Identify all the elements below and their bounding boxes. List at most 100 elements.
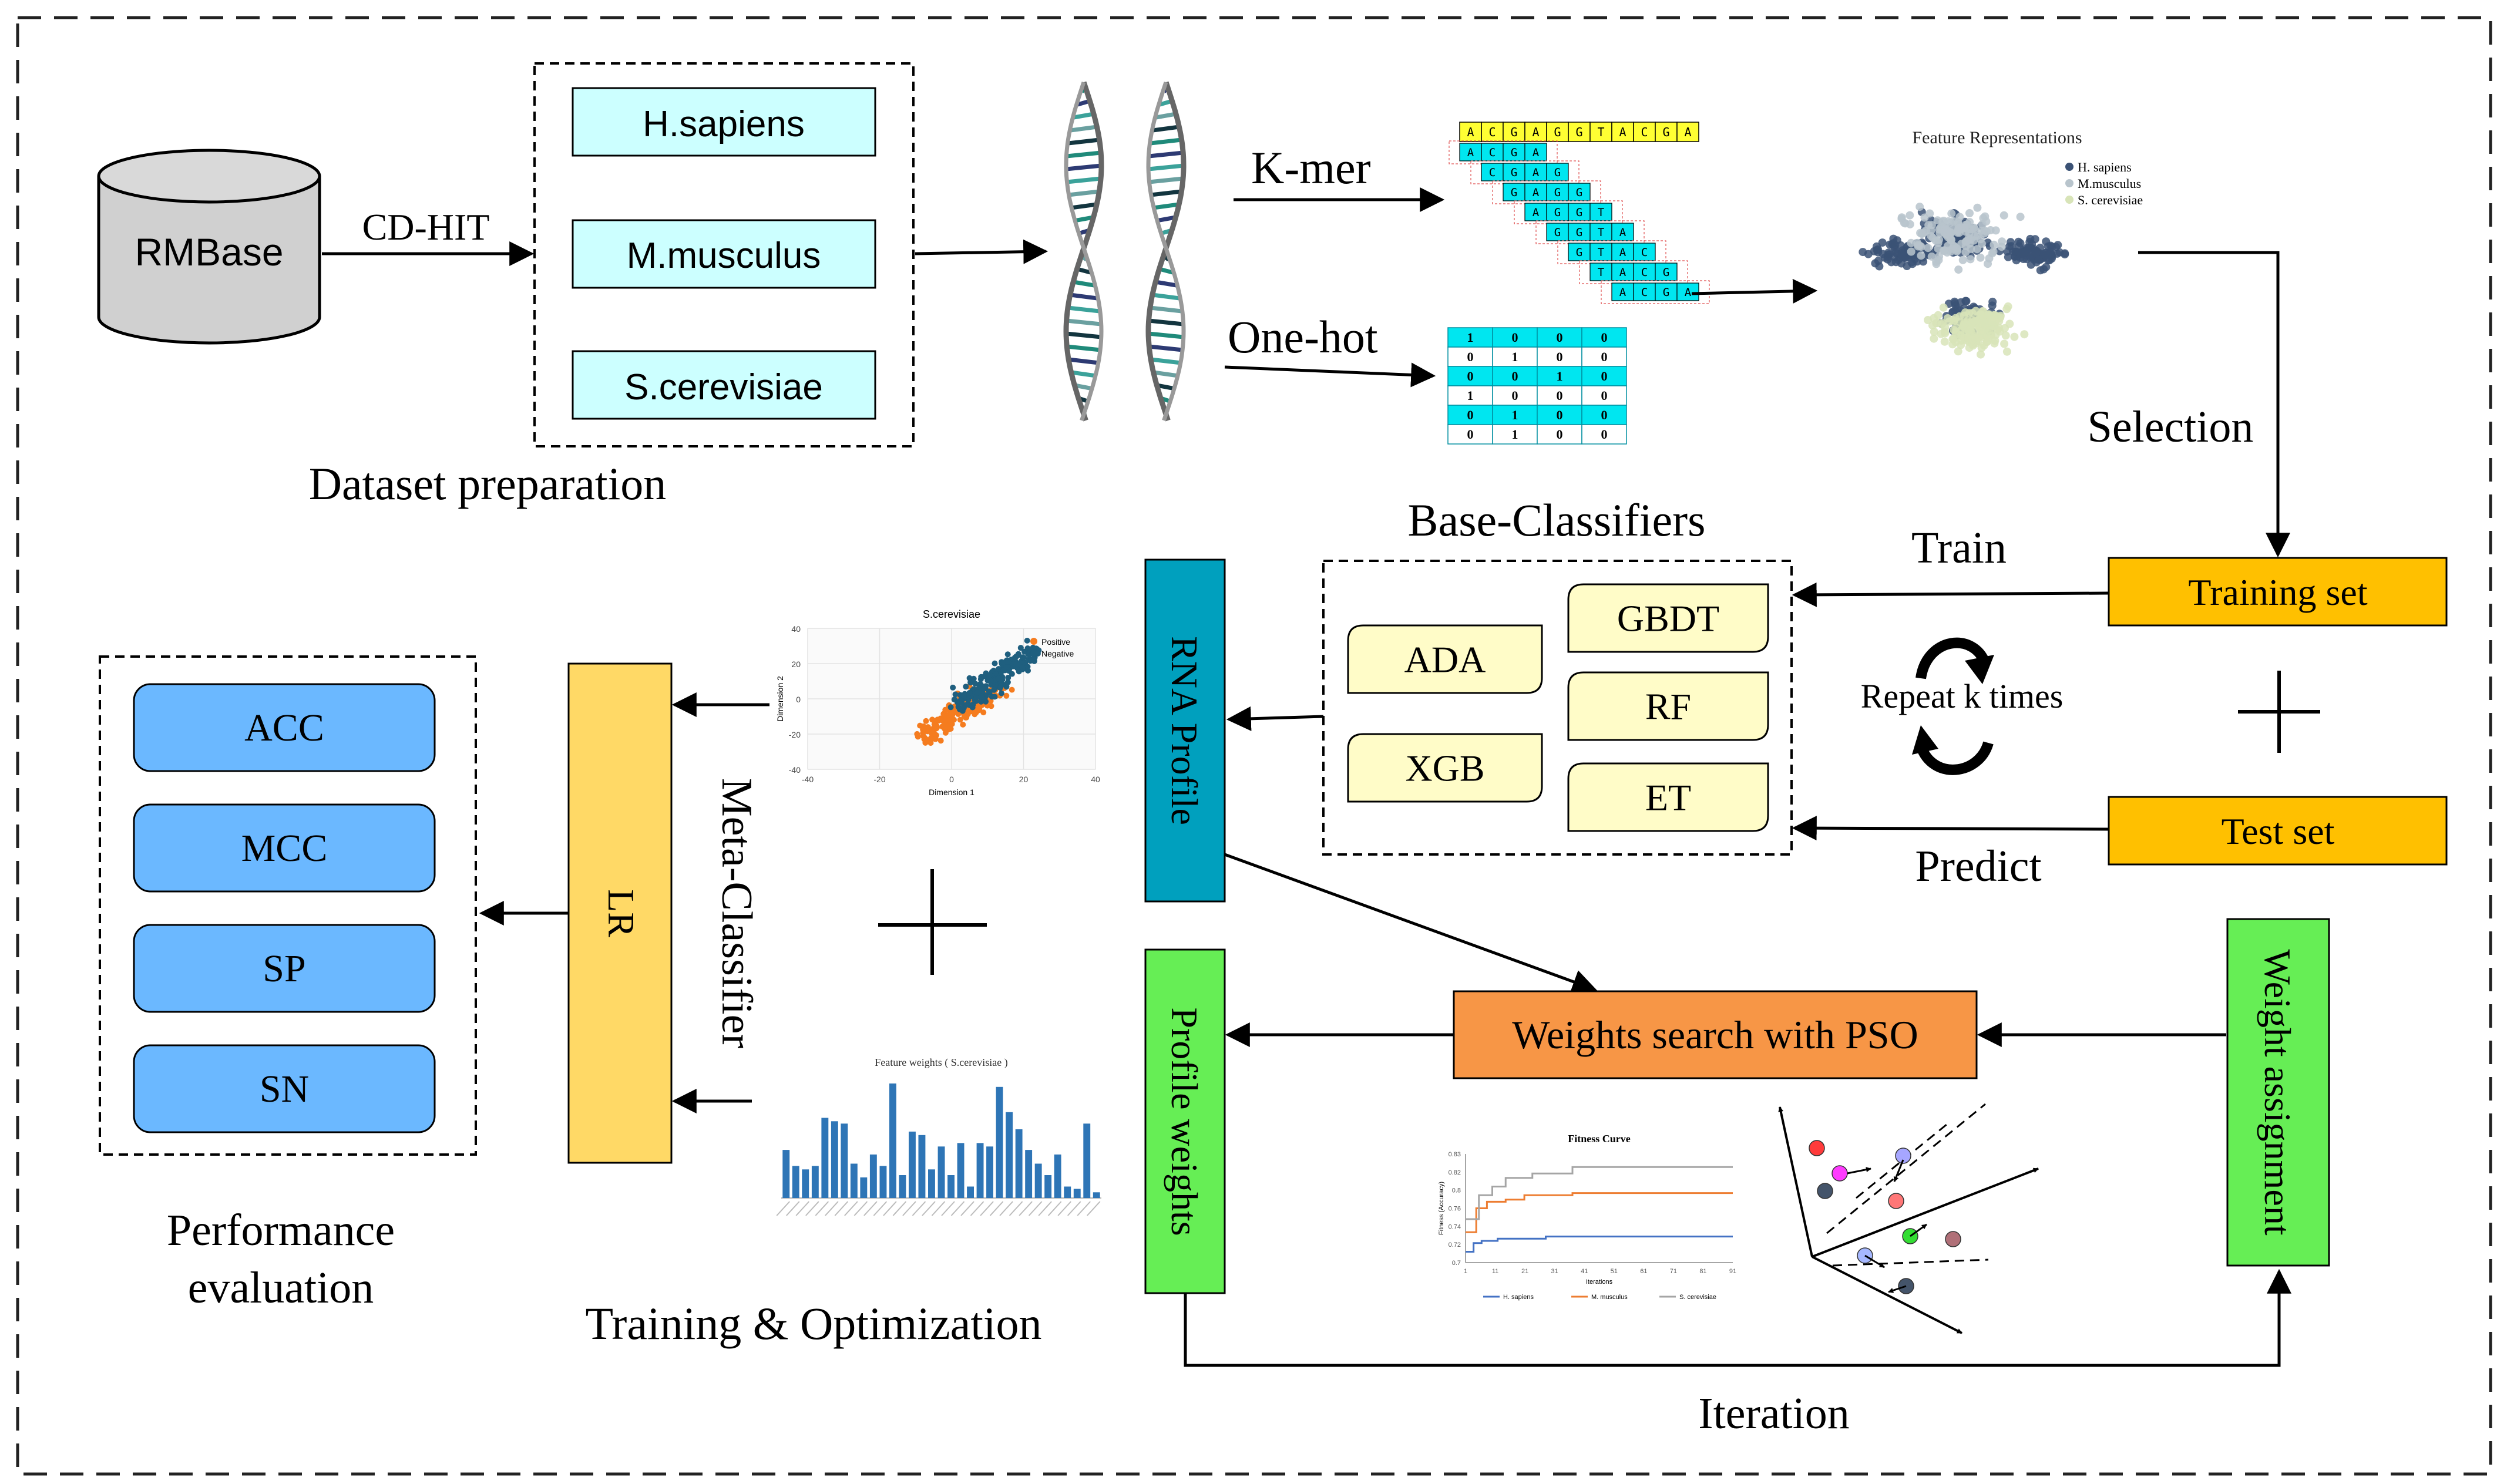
metric-sp-box[interactable] (133, 924, 436, 1013)
tsne-ytick: 20 (791, 659, 801, 669)
kmer-cell (1589, 203, 1612, 221)
kmer-letter: G (1576, 186, 1582, 199)
metric-sn-box[interactable] (133, 1044, 436, 1133)
rna-profile-box[interactable] (1144, 558, 1226, 903)
dna-base-pair (1073, 280, 1095, 288)
feature-point (2002, 305, 2011, 314)
arrow-profile-to-pso (1224, 853, 1597, 994)
onehot-value: 0 (1557, 349, 1563, 364)
tsne-legend-positive: Positive (1041, 637, 1070, 647)
feature-weight-bar (976, 1143, 984, 1198)
feature-point (1957, 336, 1966, 345)
feature-weight-bar (879, 1166, 887, 1198)
feature-point (1984, 260, 1992, 268)
feature-point (1973, 203, 1982, 212)
fitness-xtick: 91 (1729, 1268, 1736, 1275)
onehot-value: 0 (1467, 427, 1474, 442)
feature-point (1939, 303, 1948, 312)
tsne-xtick: 20 (1019, 775, 1029, 784)
tsne-point-negative (1024, 637, 1030, 644)
pso-box[interactable] (1453, 990, 1978, 1079)
kmer-letter: A (1533, 186, 1540, 199)
feature-point (1966, 255, 1975, 264)
onehot-cell (1581, 405, 1627, 425)
tsne-point-negative (1013, 653, 1020, 659)
onehot-value: 1 (1512, 427, 1518, 442)
feature-point (1953, 227, 1962, 235)
dna-base-pair (1155, 280, 1177, 288)
classifier-ada[interactable] (1347, 624, 1543, 694)
feature-point (1907, 238, 1915, 247)
tsne-xtick: -20 (873, 775, 885, 784)
tsne-title: S.cerevisiae (923, 608, 980, 620)
predict-label: Predict (1915, 842, 2041, 891)
feature-weight-bar (1034, 1163, 1042, 1198)
fitness-ytick: 0.74 (1449, 1223, 1461, 1230)
dna-base-pair (1150, 357, 1182, 365)
feature-weight-bar (967, 1186, 974, 1198)
onehot-value: 0 (1467, 349, 1474, 364)
metric-mcc-box[interactable] (133, 803, 436, 893)
arrow-classifiers-to-profile (1226, 706, 1324, 731)
metric-acc-box[interactable] (133, 683, 436, 772)
tsne-xtick: 0 (949, 775, 954, 784)
test-set-box[interactable] (2108, 796, 2448, 866)
feature-point (2000, 339, 2009, 348)
fitness-curve-chart: Fitness Curve0.830.820.80.760.740.720.71… (1438, 1133, 1736, 1301)
feature-weight-tick-label (853, 1201, 868, 1216)
feature-weight-bar (889, 1083, 896, 1198)
fitness-ytick: 0.76 (1449, 1206, 1461, 1213)
feature-weight-tick-label (970, 1201, 984, 1216)
feature-weight-tick-label (805, 1201, 819, 1216)
feature-point (1988, 249, 1997, 258)
arrow-iteration-loop (1184, 1268, 2291, 1367)
classifier-ada-label: ADA (1404, 639, 1486, 681)
sequence-letter: C (1641, 125, 1648, 139)
feature-point (1984, 334, 1993, 342)
metrics-frame (99, 655, 477, 1156)
onehot-value: 0 (1601, 330, 1608, 345)
classifier-rf[interactable] (1567, 671, 1769, 741)
onehot-cell (1492, 366, 1538, 386)
feature-point (1937, 329, 1945, 338)
classifier-et[interactable] (1567, 762, 1769, 832)
tsne-point-negative (970, 686, 977, 692)
rmbase-label: RMBase (135, 230, 283, 274)
weight-assignment-box[interactable] (2226, 918, 2330, 1267)
feature-weight-bar (947, 1175, 955, 1198)
classifier-xgb-label: XGB (1405, 748, 1484, 789)
kmer-cell (1655, 282, 1678, 301)
tsne-point-negative (1013, 661, 1020, 667)
feature-point (2032, 249, 2041, 258)
onehot-value: 0 (1601, 427, 1608, 442)
lr-box[interactable] (567, 662, 673, 1164)
kmer-letter: G (1576, 226, 1582, 239)
feature-weight-bar (792, 1166, 799, 1198)
weight-assignment-label: Weight assignment (2257, 949, 2298, 1235)
training-set-box[interactable] (2108, 557, 2448, 627)
feature-point (1961, 248, 1970, 257)
dna-base-pair (1066, 150, 1101, 159)
feature-point (1974, 334, 1982, 342)
feature-scatter-plot (1859, 203, 2069, 359)
tsne-ylabel: Dimension 2 (775, 676, 785, 722)
tsne-point-negative (995, 675, 1002, 681)
tsne-point-positive (929, 728, 935, 734)
classifier-xgb[interactable] (1347, 733, 1543, 803)
kmer-cell (1676, 282, 1699, 301)
tsne-point-negative (952, 691, 959, 698)
tsne-xtick: -40 (802, 775, 814, 784)
feature-weight-tick-label (989, 1201, 1004, 1216)
kmer-letter: C (1641, 246, 1648, 259)
onehot-cell (1447, 327, 1493, 348)
kmer-letter: G (1663, 266, 1669, 279)
feature-weight-tick-label (931, 1201, 946, 1216)
iteration-label: Iteration (1698, 1389, 1849, 1438)
tsne-ytick: -40 (789, 765, 801, 775)
feature-point (2061, 249, 2069, 258)
dna-base-pair (1148, 344, 1184, 352)
tsne-point-negative (947, 704, 954, 711)
classifier-gbdt[interactable] (1567, 583, 1769, 653)
kmer-letter: A (1533, 146, 1540, 159)
tsne-point-negative (987, 678, 994, 684)
